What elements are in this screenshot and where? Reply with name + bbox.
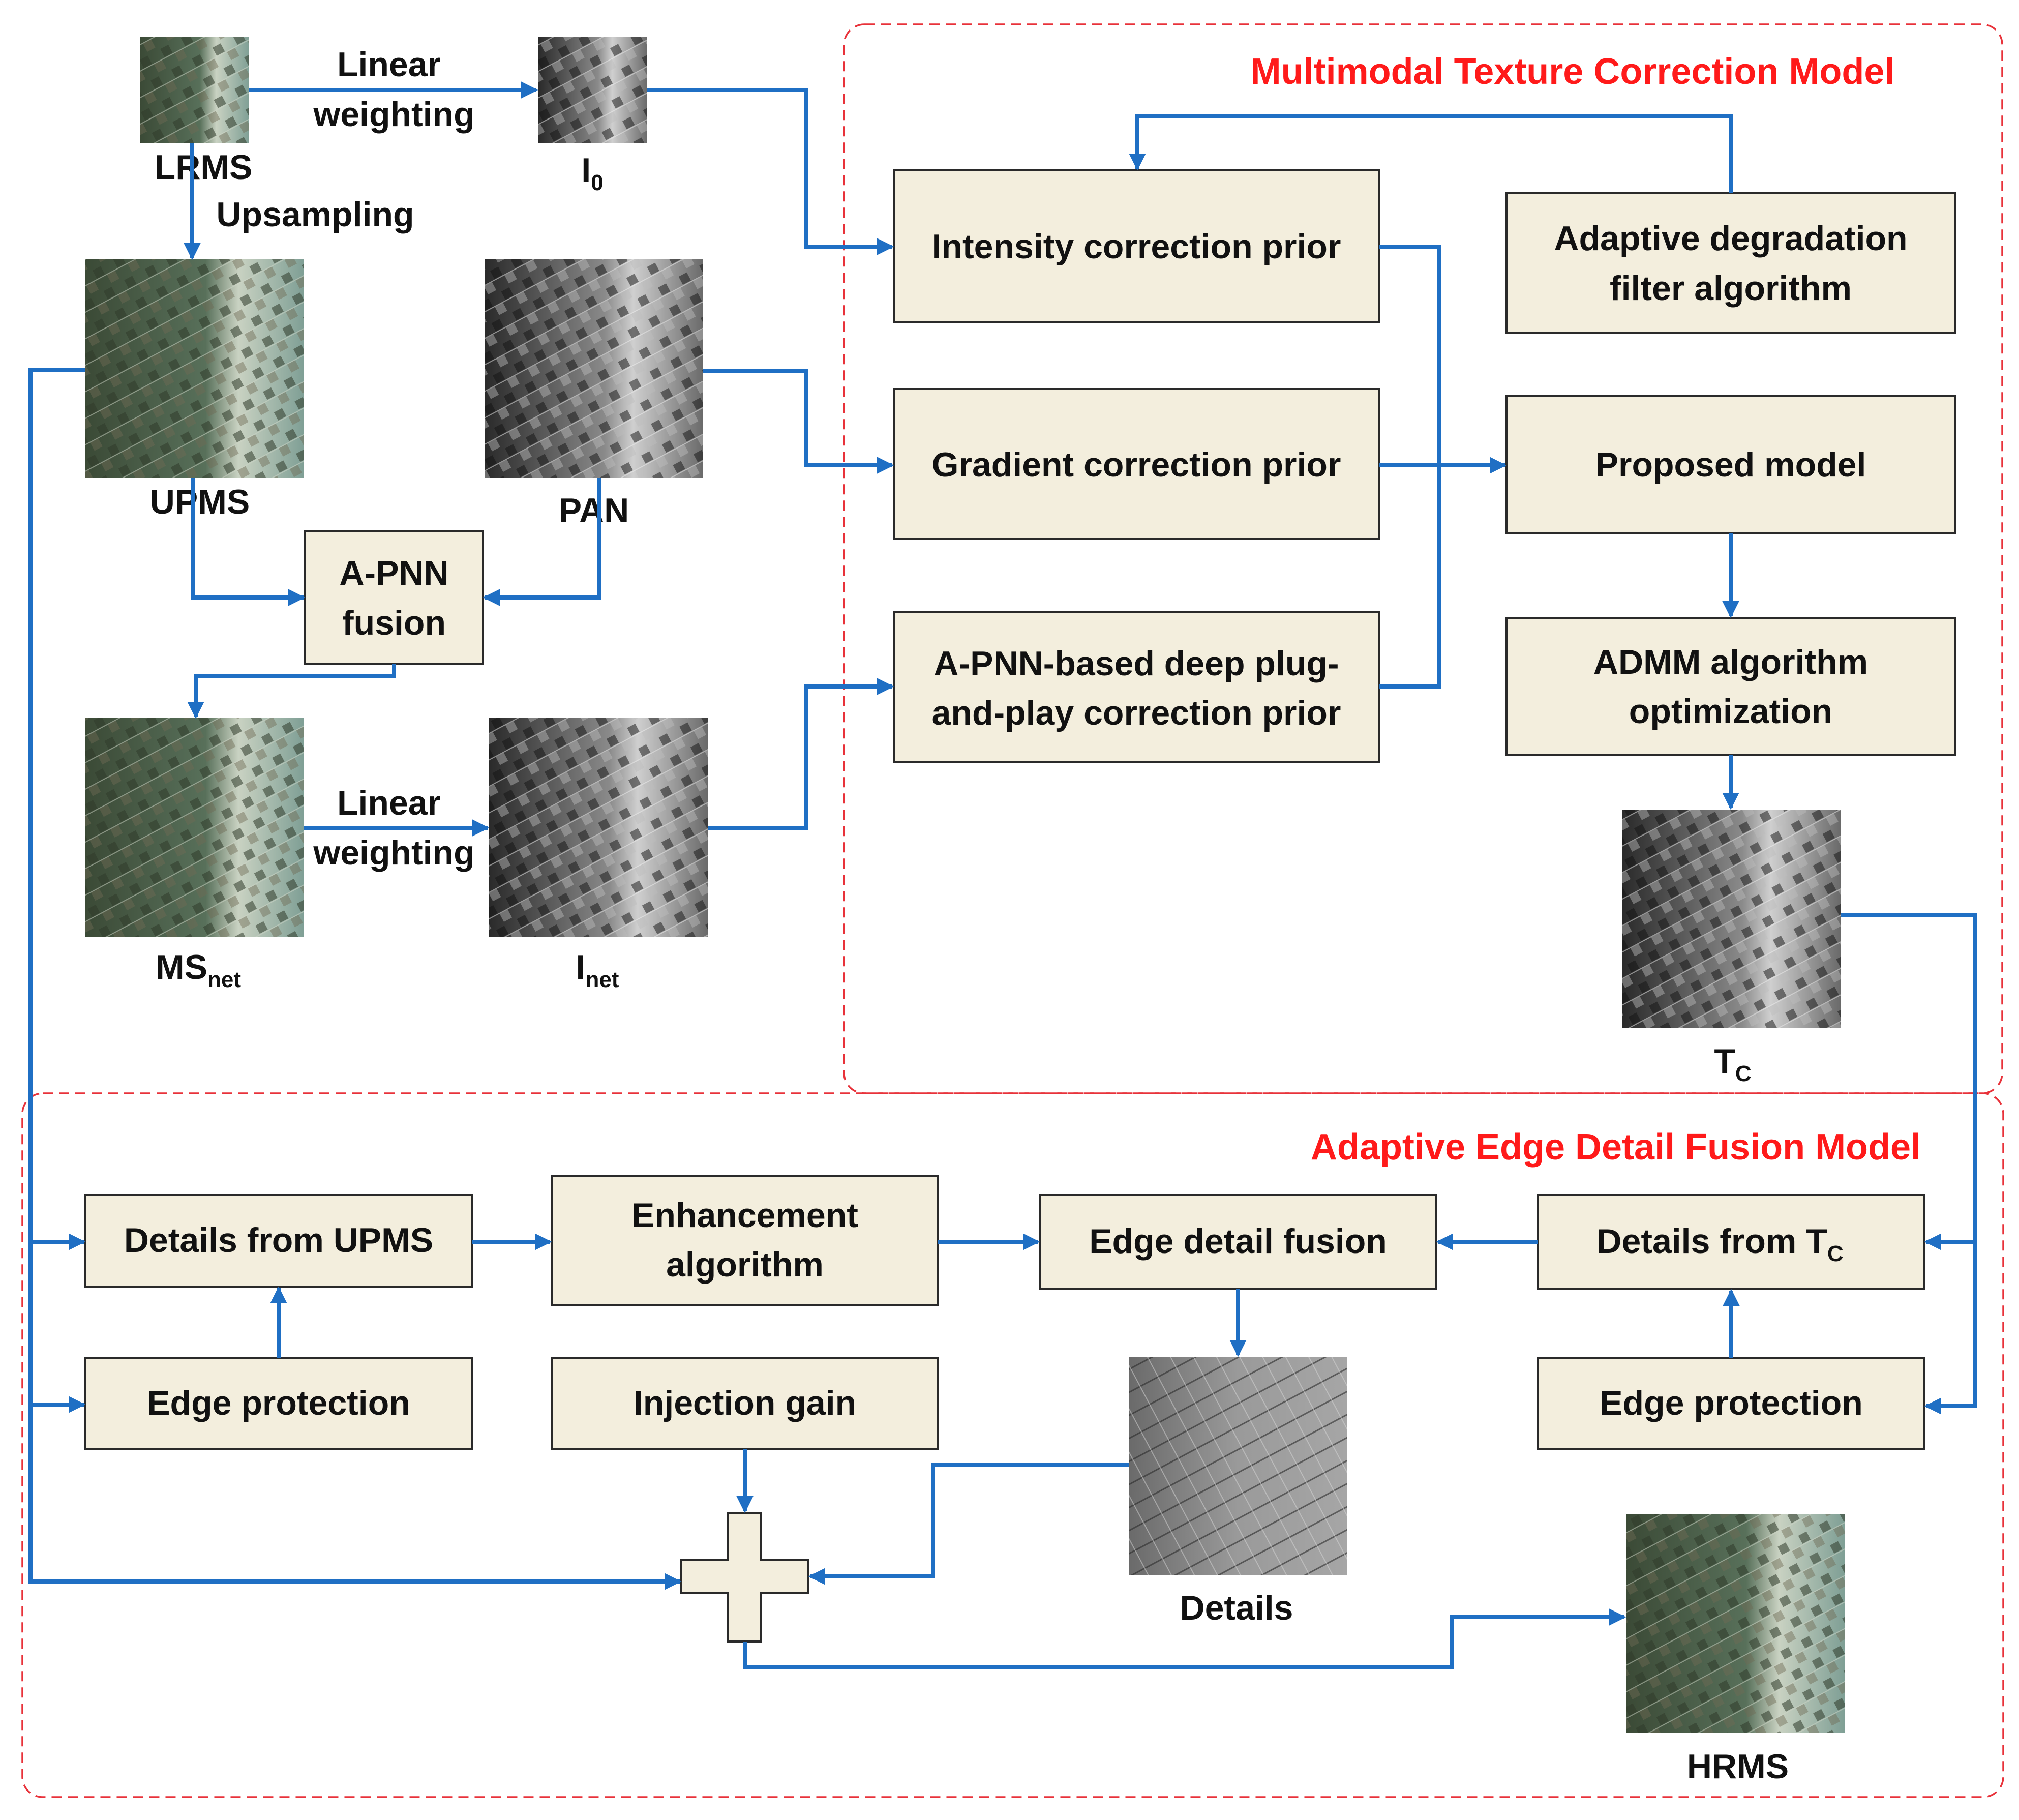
details-tc-box: Details from TC	[1537, 1194, 1925, 1290]
edge-fusion-region	[21, 1092, 2004, 1798]
edge-fusion-box: Edge detail fusion	[1039, 1194, 1437, 1290]
svg-text:algorithm: algorithm	[666, 1245, 824, 1284]
svg-text:fusion: fusion	[342, 604, 446, 642]
svg-text:Adaptive degradation: Adaptive degradation	[1554, 219, 1907, 258]
pan-label: PAN	[559, 491, 629, 530]
tc-label: TC	[1714, 1042, 1751, 1086]
svg-text:Enhancement: Enhancement	[631, 1196, 858, 1235]
lrms-label: LRMS	[155, 148, 253, 187]
svg-text:Edge protection: Edge protection	[1600, 1384, 1863, 1422]
connectors	[28, 81, 1977, 1669]
texture-correction-region	[843, 23, 2003, 1094]
svg-text:Intensity correction prior: Intensity correction prior	[932, 227, 1341, 266]
upsampling-label: Upsampling	[216, 195, 414, 234]
edge-protection-right-box: Edge protection	[1537, 1357, 1925, 1450]
svg-text:Gradient correction prior: Gradient correction prior	[932, 445, 1341, 484]
texture-region-title: Multimodal Texture Correction Model	[1251, 51, 1895, 92]
intensity-prior-box: Intensity correction prior	[893, 169, 1380, 323]
details-label: Details	[1180, 1589, 1293, 1627]
edge-region-title: Adaptive Edge Detail Fusion Model	[1311, 1127, 1921, 1168]
proposed-model-box: Proposed model	[1505, 395, 1956, 534]
injection-gain-box: Injection gain	[551, 1357, 939, 1450]
svg-text:Details from UPMS: Details from UPMS	[124, 1221, 433, 1260]
linear-weighting-label-top-1: Linear	[337, 45, 441, 84]
adaptive-filter-box: Adaptive degradation filter algorithm	[1505, 192, 1956, 334]
lrms-image	[140, 37, 249, 143]
linear-weighting-label-bottom-1: Linear	[337, 784, 441, 822]
admm-box: ADMM algorithm optimization	[1505, 617, 1956, 756]
inet-image	[489, 718, 708, 937]
apnn-fusion-box: A-PNN fusion	[304, 530, 484, 665]
svg-text:Edge detail fusion: Edge detail fusion	[1089, 1222, 1387, 1261]
svg-text:A-PNN: A-PNN	[339, 554, 448, 592]
details-upms-box: Details from UPMS	[84, 1194, 473, 1288]
svg-text:optimization: optimization	[1629, 692, 1832, 731]
linear-weighting-label-bottom-2: weighting	[313, 833, 474, 872]
tc-image	[1622, 810, 1841, 1028]
edge-protection-left-box: Edge protection	[84, 1357, 473, 1450]
upms-label: UPMS	[150, 483, 250, 521]
upms-image	[85, 259, 304, 478]
svg-text:Injection gain: Injection gain	[634, 1384, 856, 1422]
svg-text:Details from TC: Details from TC	[1596, 1222, 1843, 1266]
msnet-label: MSnet	[156, 948, 241, 992]
apnn-prior-box: A-PNN-based deep plug- and-play correcti…	[893, 611, 1380, 763]
i0-label: I0	[581, 151, 603, 195]
enhancement-box: Enhancement algorithm	[551, 1175, 939, 1306]
svg-text:A-PNN-based deep plug-: A-PNN-based deep plug-	[933, 644, 1339, 683]
svg-text:ADMM algorithm: ADMM algorithm	[1593, 643, 1868, 681]
svg-text:filter algorithm: filter algorithm	[1610, 269, 1852, 308]
linear-weighting-label-top-2: weighting	[313, 95, 474, 134]
i0-image	[538, 37, 647, 143]
hrms-label: HRMS	[1687, 1747, 1789, 1786]
sum-node-plus-icon	[680, 1512, 809, 1643]
hrms-image	[1626, 1514, 1845, 1733]
svg-text:and-play correction prior: and-play correction prior	[932, 694, 1341, 732]
pan-image	[485, 259, 703, 478]
details-image	[1129, 1357, 1347, 1575]
svg-text:Edge protection: Edge protection	[147, 1384, 410, 1422]
svg-text:Proposed model: Proposed model	[1595, 445, 1866, 484]
gradient-prior-box: Gradient correction prior	[893, 388, 1380, 540]
msnet-image	[85, 718, 304, 937]
inet-label: Inet	[576, 948, 619, 992]
